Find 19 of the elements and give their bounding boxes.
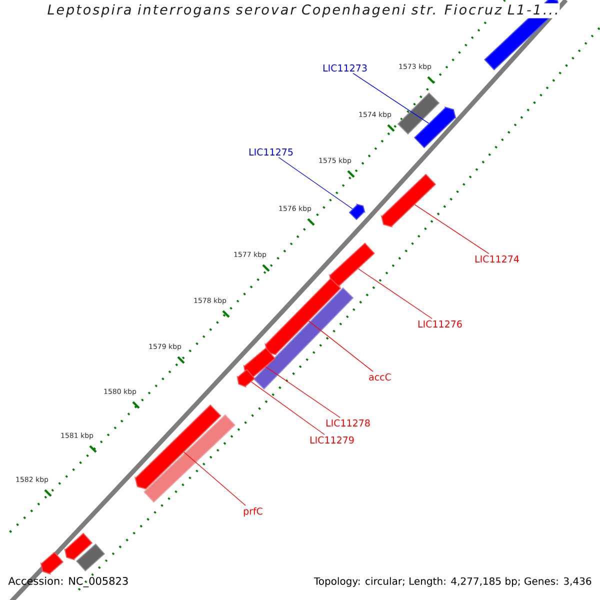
leader-line [358, 268, 432, 319]
leader-line [352, 73, 430, 124]
genome-summary: Topology: circular; Length: 4,277,185 bp; Genes: 3,436 [314, 577, 592, 587]
leader-line [184, 452, 246, 506]
gene-label: LIC11278 [326, 419, 370, 427]
accession-text: Accession: NC_005823 [8, 576, 128, 588]
leader-line [278, 157, 353, 210]
leader-line [308, 320, 374, 372]
leader-line [265, 366, 341, 418]
gene-label: LIC11275 [249, 148, 293, 156]
gene-label: LIC11274 [475, 255, 519, 263]
leader-line [414, 204, 490, 254]
gene-label: LIC11279 [310, 436, 354, 444]
gene-label: prfC [244, 507, 262, 517]
gene-label: LIC11273 [323, 64, 367, 72]
gene-label: LIC11276 [418, 320, 462, 328]
title: Leptospira interrogans serovar Copenhageni str. Fiocruz L1-1... [46, 3, 560, 18]
gene-label: accC [369, 373, 391, 381]
leader-line [251, 382, 325, 435]
